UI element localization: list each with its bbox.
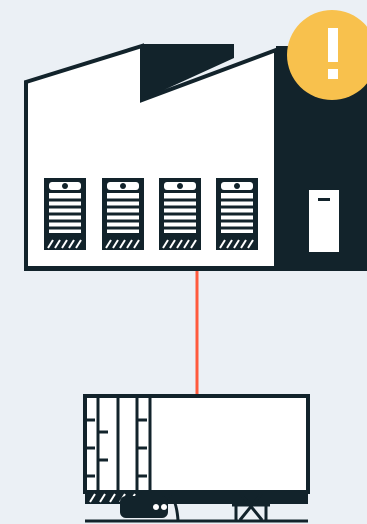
loading-dock-icon: [44, 178, 86, 250]
truck-trailer-icon: [85, 396, 308, 521]
door-icon: [309, 190, 339, 252]
loading-dock-icon: [102, 178, 144, 250]
loading-dock-icon: [216, 178, 258, 250]
loading-dock-icon: [159, 178, 201, 250]
